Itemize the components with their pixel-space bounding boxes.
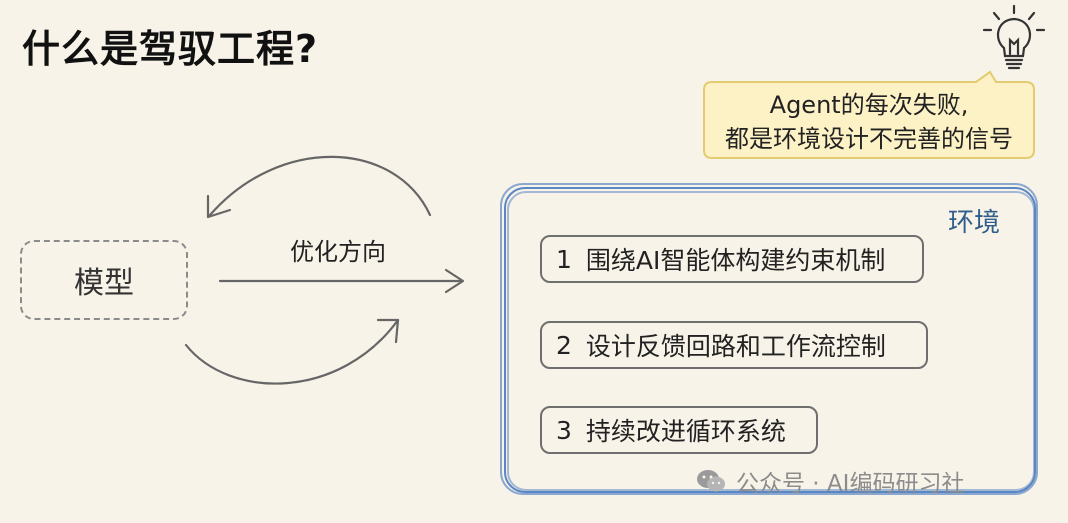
bottom-curved-arrow	[184, 318, 400, 385]
item-number: 3	[556, 415, 572, 445]
item-number: 2	[556, 330, 572, 360]
optimize-arrow-head	[444, 268, 465, 294]
callout-line-1: Agent的每次失败,	[769, 91, 969, 119]
environment-item-2: 2 设计反馈回路和工作流控制	[540, 321, 928, 369]
top-curved-arrow	[208, 155, 432, 217]
model-box: 模型	[20, 240, 188, 320]
watermark-text: 公众号 · AI编码研习社	[736, 471, 965, 497]
environment-item-1: 1 围绕AI智能体构建约束机制	[540, 235, 924, 283]
optimization-direction-label: 优化方向	[290, 238, 386, 266]
environment-title: 环境	[948, 208, 1001, 238]
item-number: 1	[556, 244, 572, 274]
page-title: 什么是驾驭工程?	[22, 27, 319, 71]
top-arrow-head	[206, 194, 232, 219]
callout-text: Agent的每次失败, 都是环境设计不完善的信号	[706, 88, 1032, 156]
item-text: 持续改进循环系统	[585, 417, 786, 446]
item-text: 设计反馈回路和工作流控制	[585, 332, 886, 361]
watermark: 公众号 · AI编码研习社	[696, 464, 964, 498]
environment-frame	[500, 183, 1038, 495]
wechat-icon	[697, 470, 725, 492]
lightbulb-icon	[982, 4, 1046, 70]
item-text: 围绕AI智能体构建约束机制	[585, 246, 886, 275]
bottom-arrow-head	[376, 318, 400, 344]
callout-line-2: 都是环境设计不完善的信号	[725, 125, 1013, 153]
callout-bubble	[703, 70, 1035, 159]
environment-item-3: 3 持续改进循环系统	[540, 406, 818, 454]
